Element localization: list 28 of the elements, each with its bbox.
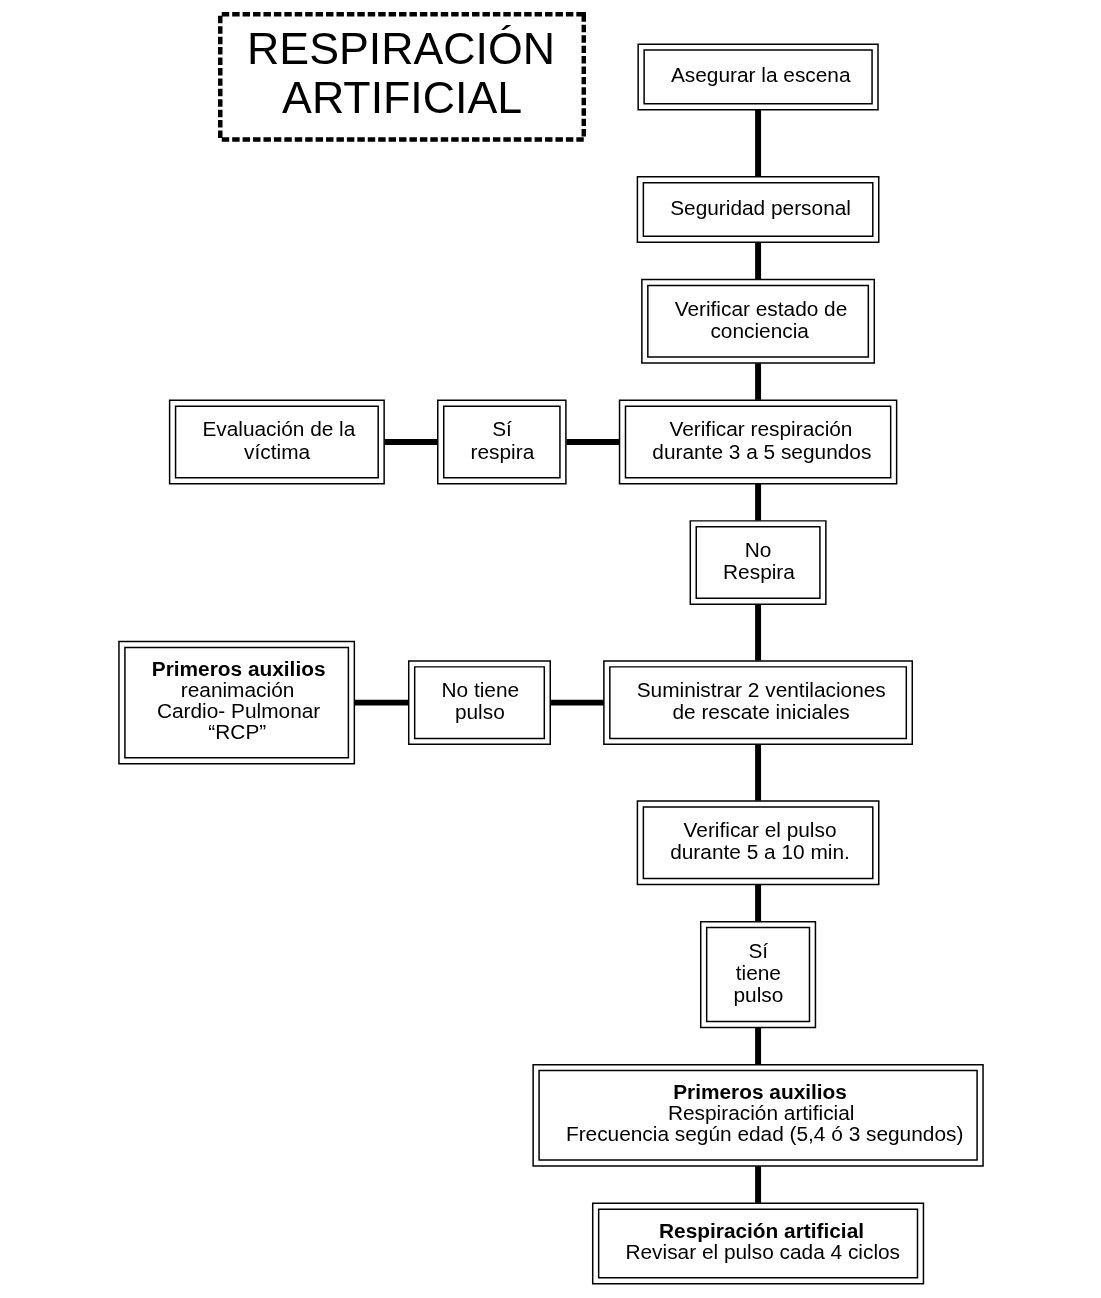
connector	[754, 483, 761, 521]
connector	[754, 884, 761, 922]
node-box: Respiración artificial Revisar el pulso cada 4 ciclos	[591, 1202, 924, 1285]
connector	[354, 699, 408, 706]
connector	[754, 242, 761, 280]
node-box: Verificar estado de conciencia	[640, 278, 875, 364]
connector	[754, 1166, 761, 1203]
connector	[754, 604, 761, 661]
node-box: Evaluación de la víctima	[168, 399, 385, 485]
node-box: No tiene pulso	[407, 660, 551, 746]
connector	[754, 744, 761, 801]
node-box: RESPIRACIÓN ARTIFICIAL	[217, 12, 586, 142]
node-box: Seguridad personal	[636, 176, 879, 244]
connector	[754, 109, 761, 177]
node-box: Primeros auxilios Respiración artificial Frecuencia según edad (5,4 ó 3 segundos)	[531, 1063, 984, 1167]
node-box: Sí tiene pulso	[699, 920, 816, 1029]
node-box: Verificar el pulso durante 5 a 10 min.	[636, 800, 879, 886]
node-box: No Respira	[689, 520, 827, 606]
node-box: Verificar respiración durante 3 a 5 segundos	[618, 399, 897, 485]
connector	[384, 438, 438, 445]
node-box: Suministrar 2 ventilaciones de rescate iniciales	[602, 660, 913, 746]
connector	[565, 438, 619, 445]
node-box: Sí respira	[436, 399, 567, 485]
connector	[754, 1027, 761, 1065]
node-box: Primeros auxilios reanimación Cardio- Pulmonar “RCP”	[117, 640, 355, 765]
connector	[550, 699, 604, 706]
node-box: Asegurar la escena	[636, 43, 879, 111]
connector	[754, 363, 761, 400]
